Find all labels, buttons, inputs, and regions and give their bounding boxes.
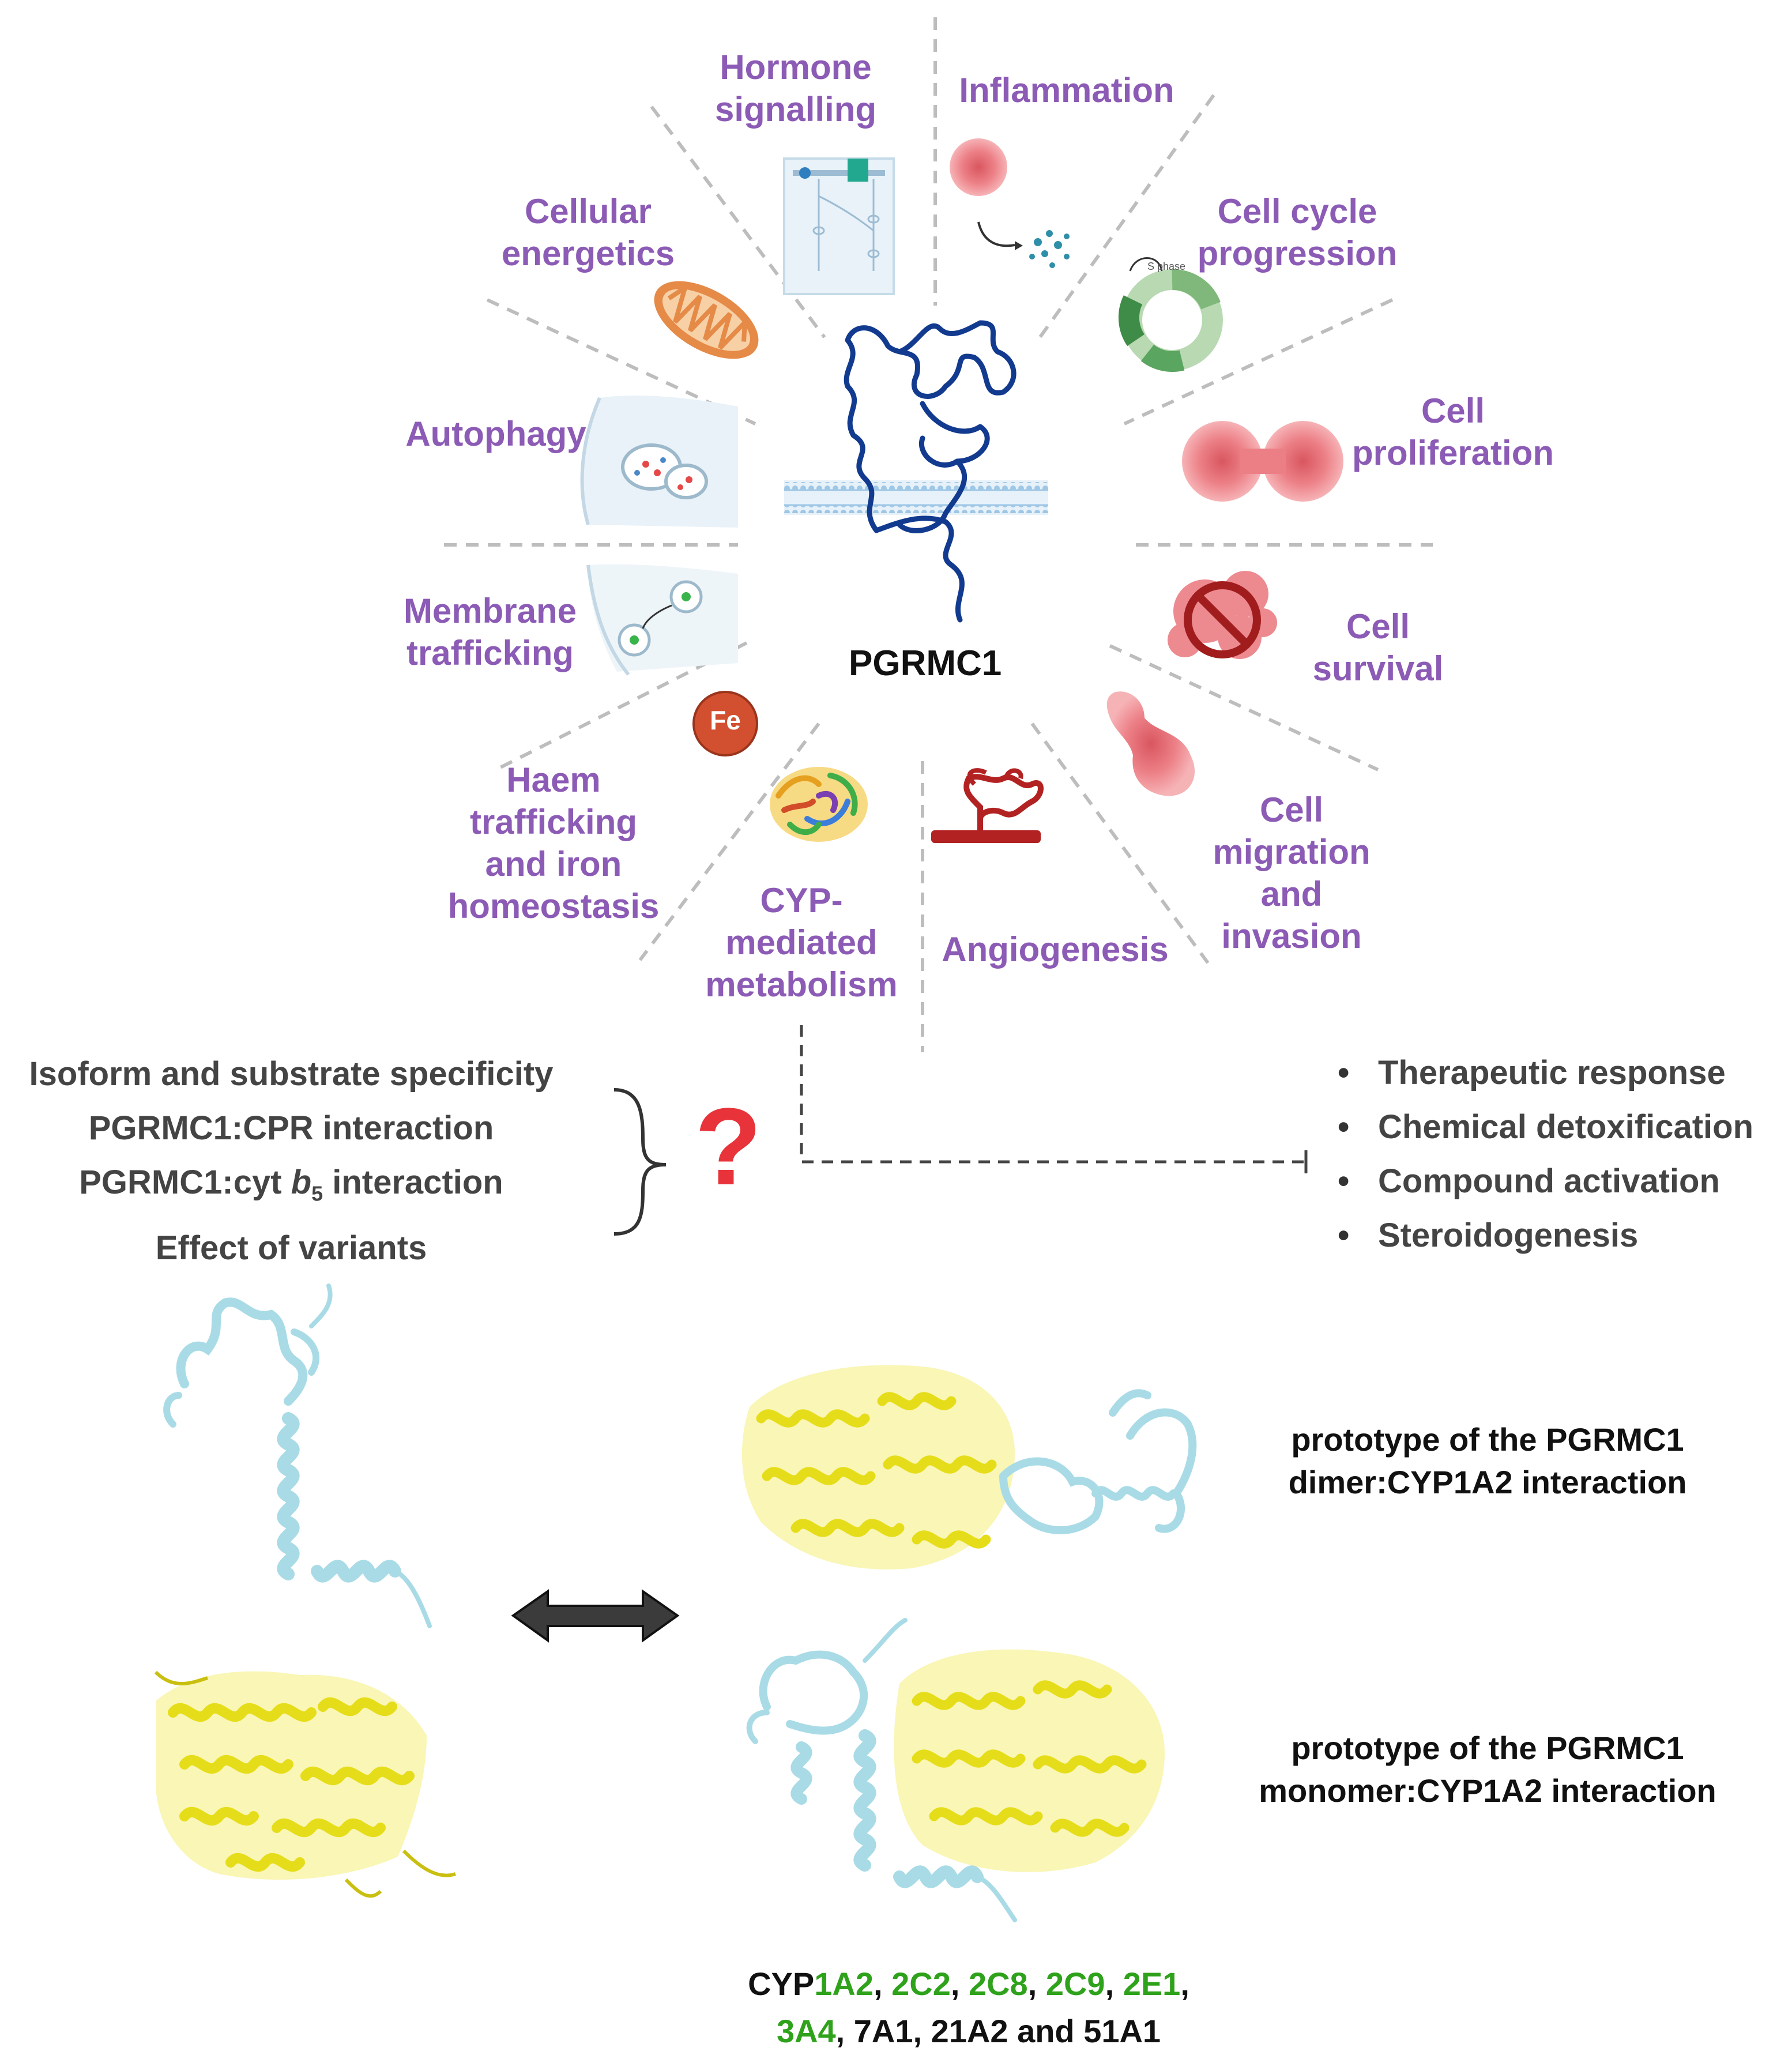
cyp1a2-structure (154, 1670, 456, 1898)
label-cell-cycle: Cell cycle progression (1170, 190, 1424, 274)
inflammation-icon (950, 138, 1070, 268)
cell-cycle-icon: S phase (1118, 257, 1223, 372)
svg-text:S phase: S phase (1147, 261, 1185, 272)
label-line: and iron (485, 845, 622, 883)
autophagy-icon (580, 395, 738, 528)
label-inflammation: Inflammation (923, 69, 1211, 111)
monomer-complex-structure (746, 1618, 1165, 1922)
label-line: Hormone (720, 48, 872, 86)
label-angiogenesis: Angiogenesis (928, 928, 1182, 970)
label-line: invasion (1221, 917, 1362, 955)
spoke-5 (1123, 298, 1394, 426)
label-line: Cell (1346, 607, 1410, 646)
cyp-isoform-list: CYP1A2, 2C2, 2C8, 2C9, 2E1, 3A4, 7A1, 21… (680, 1960, 1257, 2055)
spoke-3 (1036, 94, 1215, 341)
label-line: Membrane (403, 592, 577, 630)
outcome-item: Steroidogenesis (1338, 1209, 1753, 1263)
outcome-connector (800, 1025, 1304, 1164)
dimer-caption: prototype of the PGRMC1 dimer:CYP1A2 int… (1222, 1418, 1753, 1504)
question-item: PGRMC1:CPR interaction (88, 1109, 494, 1147)
spoke-9 (1109, 644, 1379, 771)
label-line: migration (1213, 833, 1371, 871)
hormone-signalling-icon (783, 157, 895, 295)
spoke-2 (650, 106, 826, 338)
label-line: energetics (501, 234, 675, 273)
label-line: survival (1312, 649, 1444, 688)
label-line: metabolism (705, 965, 898, 1004)
iron-badge-label: Fe (710, 705, 741, 735)
cyp-list-line-2: 3A4, 7A1, 21A2 and 51A1 (776, 2013, 1161, 2049)
protein-name: PGRMC1 (849, 643, 1002, 683)
open-questions-list: Isoform and substrate specificity PGRMC1… (0, 1047, 582, 1275)
cell-division-icon (1182, 421, 1343, 502)
cell-migration-icon (1106, 691, 1195, 796)
question-item: Effect of variants (155, 1229, 427, 1267)
cyp-structure-icon (770, 767, 868, 842)
label-line: proliferation (1351, 434, 1554, 472)
label-membrane-trafficking: Membrane trafficking (381, 590, 600, 674)
label-cellular-energetics: Cellular energetics (473, 190, 703, 274)
cell-survival-icon (1168, 571, 1277, 659)
label-line: trafficking (406, 634, 574, 672)
membrane-bilayer (784, 480, 1048, 515)
label-line: Haem (506, 761, 601, 799)
caption-line: dimer:CYP1A2 interaction (1288, 1464, 1687, 1500)
label-autophagy: Autophagy (392, 413, 600, 455)
outcome-item: Therapeutic response (1338, 1046, 1753, 1100)
question-mark-icon: ? (695, 1086, 762, 1208)
label-cell-migration: Cell migration and invasion (1182, 789, 1401, 957)
label-line: Cell (1421, 392, 1485, 430)
caption-line: prototype of the PGRMC1 (1291, 1421, 1684, 1458)
label-line: signalling (714, 90, 877, 129)
equilibrium-arrow (511, 1589, 680, 1643)
label-line: Angiogenesis (942, 930, 1169, 969)
label-line: Cellular (524, 192, 652, 231)
dimer-complex-structure (741, 1365, 1197, 1569)
brace-icon (613, 1088, 667, 1236)
outcome-item: Chemical detoxification (1338, 1100, 1753, 1154)
label-line: mediated (725, 923, 878, 962)
label-line: Inflammation (959, 71, 1174, 110)
question-item: PGRMC1:cyt b5 interaction (79, 1164, 503, 1206)
question-item: Isoform and substrate specificity (29, 1055, 554, 1093)
mitochondrion-icon (654, 281, 759, 359)
label-cell-survival: Cell survival (1280, 605, 1476, 690)
pgrmc1-monomer-structure (163, 1283, 432, 1628)
label-line: and (1260, 875, 1323, 913)
caption-line: prototype of the PGRMC1 (1291, 1730, 1684, 1766)
iron-badge-circle (692, 691, 758, 756)
spoke-10 (638, 722, 820, 961)
label-haem-trafficking: Haem trafficking and iron homeostasis (421, 759, 686, 927)
label-line: homeostasis (447, 887, 660, 925)
label-line: Cell cycle (1217, 192, 1377, 231)
label-line: progression (1197, 234, 1398, 273)
pgrmc1-protein-ribbon (844, 320, 1017, 623)
outcomes-list: Therapeutic response Chemical detoxifica… (1338, 1046, 1753, 1263)
outcome-item: Compound activation (1338, 1154, 1753, 1209)
label-line: trafficking (469, 803, 638, 841)
cyp-list-line-1: CYP1A2, 2C2, 2C8, 2C9, 2E1, (748, 1966, 1189, 2002)
label-hormone-signalling: Hormone signalling (680, 46, 911, 130)
caption-line: monomer:CYP1A2 interaction (1259, 1772, 1716, 1809)
label-line: Autophagy (405, 415, 586, 453)
label-cell-proliferation: Cell proliferation (1326, 390, 1580, 474)
spoke-11 (1030, 722, 1210, 964)
label-cyp-metabolism: CYP- mediated metabolism (680, 879, 923, 1006)
monomer-caption: prototype of the PGRMC1 monomer:CYP1A2 i… (1222, 1727, 1753, 1812)
label-line: Cell (1259, 791, 1324, 829)
angiogenesis-icon (931, 768, 1044, 843)
label-line: CYP- (760, 881, 843, 920)
membrane-trafficking-icon (586, 564, 738, 676)
